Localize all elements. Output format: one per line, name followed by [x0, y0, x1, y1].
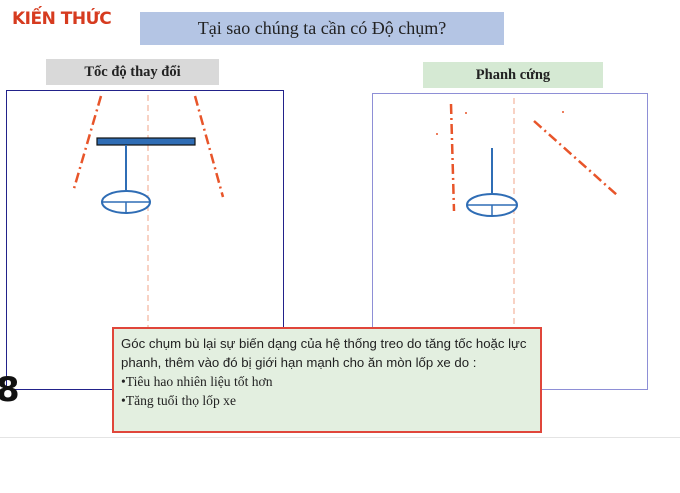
stray-dot: [465, 112, 467, 114]
left-wheel-right: [193, 95, 225, 198]
left-wheel-left: [71, 95, 103, 193]
stray-dot: [436, 133, 438, 135]
edge-glyph: 8: [0, 370, 20, 410]
right-wheel-right: [533, 120, 618, 196]
left-panel-label: Tốc độ thay đổi: [46, 59, 219, 85]
right-panel-label: Phanh cứng: [423, 62, 603, 88]
left-axle-bar: [96, 137, 196, 146]
page-title: Tại sao chúng ta cần có Độ chụm?: [140, 12, 504, 45]
bullet-item: •Tăng tuổi thọ lốp xe: [121, 393, 237, 408]
explanation-text: Góc chụm bù lại sự biến dạng của hệ thốn…: [121, 336, 527, 370]
logo-text: KIẾN THỨC: [12, 9, 112, 29]
divider: [0, 437, 680, 438]
bullet-item: •Tiêu hao nhiên liệu tốt hơn: [121, 374, 273, 389]
right-wheel-left: [449, 103, 456, 212]
explanation-box: Góc chụm bù lại sự biến dạng của hệ thốn…: [112, 327, 542, 433]
logo: KIẾN THỨC: [12, 8, 112, 30]
stray-dot: [562, 111, 564, 113]
